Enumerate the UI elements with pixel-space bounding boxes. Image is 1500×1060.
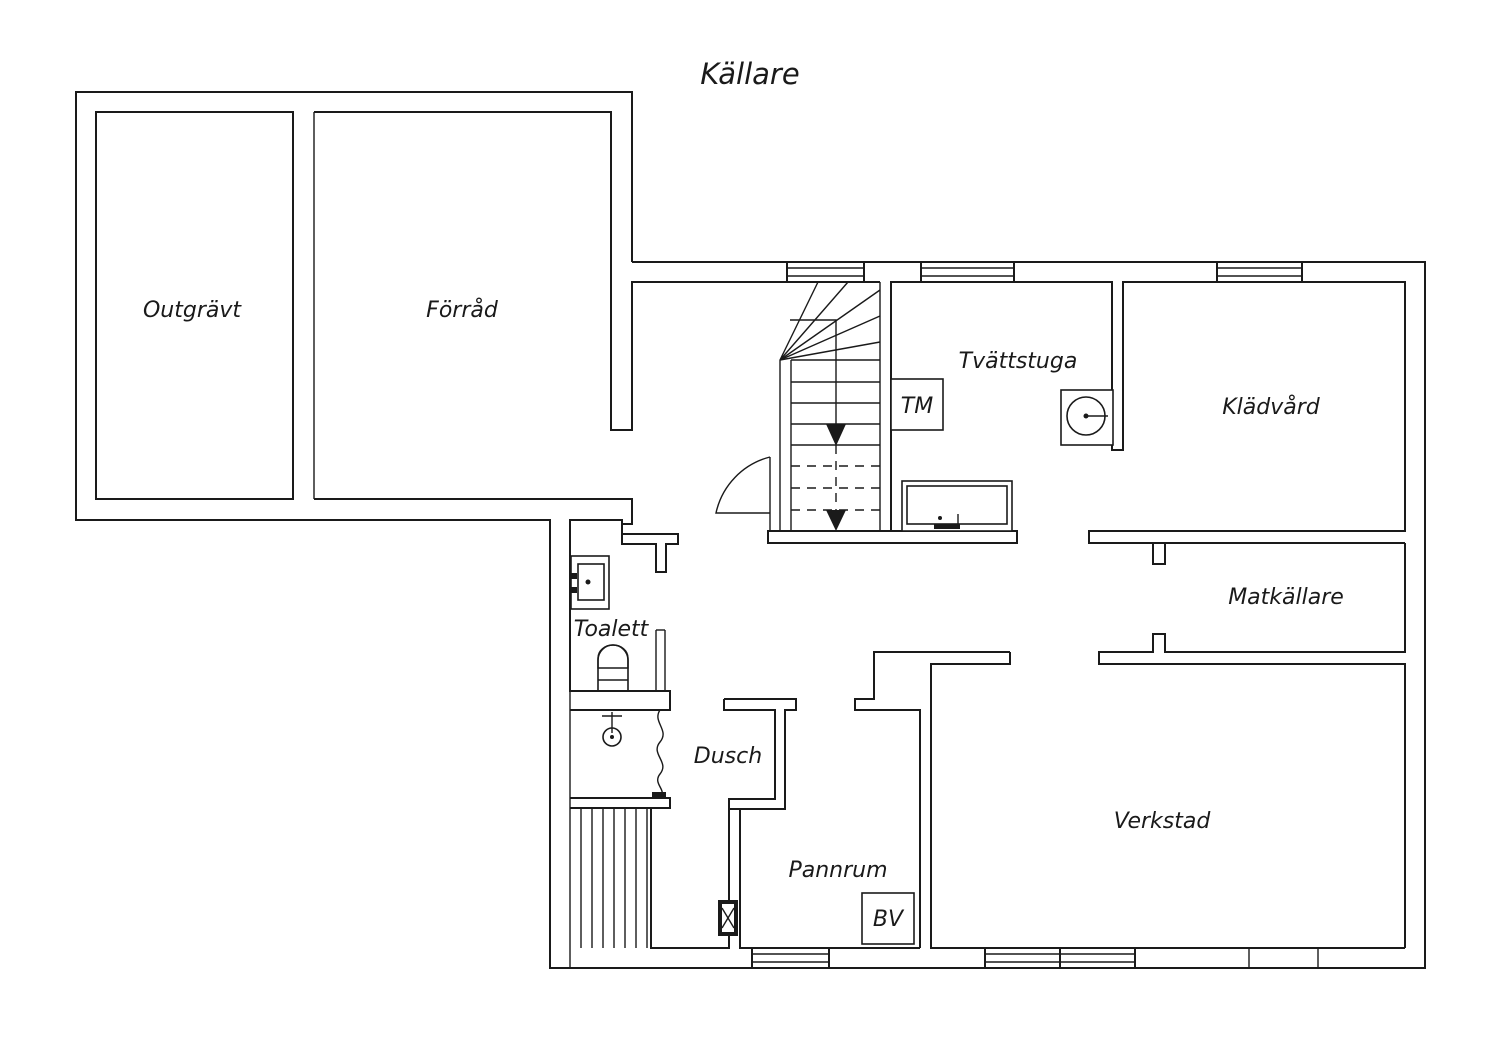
room-label-matkallare: Matkällare — [1228, 585, 1344, 610]
top-windows — [786, 261, 1303, 283]
staircase — [715, 281, 1018, 544]
room-label-toalett: Toalett — [574, 617, 650, 642]
wc-shower-walls — [569, 519, 671, 968]
left-block-walls — [75, 91, 1426, 969]
room-label-dusch: Dusch — [694, 744, 762, 769]
room-label-forrad: Förråd — [426, 297, 499, 323]
room-label-pannrum: Pannrum — [788, 858, 887, 883]
shower-curtain — [656, 709, 664, 799]
stair-arrow-icon — [826, 424, 846, 446]
tm-washing-machine — [890, 378, 944, 431]
outgravt-room — [95, 111, 294, 500]
south-rooms-walls — [650, 651, 1405, 949]
bottom-windows — [751, 947, 1405, 969]
fixture-label-bv: BV — [873, 907, 905, 932]
room-label-kladvard: Klädvård — [1222, 394, 1321, 420]
room-label-verkstad: Verkstad — [1114, 809, 1212, 834]
bv-water-heater — [861, 892, 915, 945]
east-rooms-walls — [1098, 543, 1406, 948]
tvattstuga-walls — [890, 281, 1406, 544]
room-label-tvattstuga: Tvättstuga — [959, 349, 1078, 374]
plan-title: Källare — [700, 57, 799, 91]
stair-arrow-icon — [826, 510, 846, 531]
room-label-outgravt: Outgrävt — [143, 298, 242, 323]
fixture-label-tm: TM — [901, 394, 933, 419]
